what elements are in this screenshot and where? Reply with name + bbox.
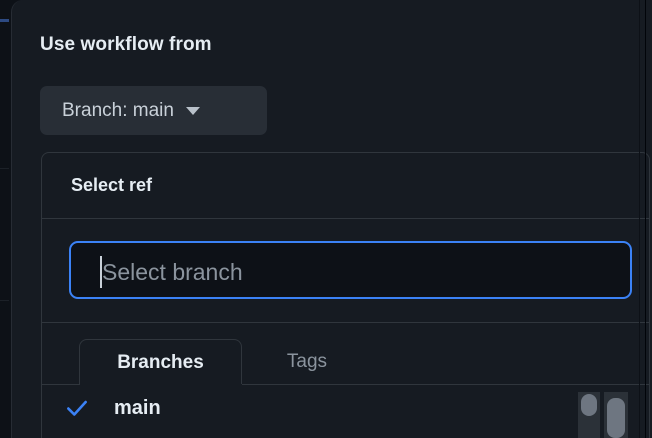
page-background-strip: [0, 0, 11, 438]
list-item-label: main: [114, 396, 161, 419]
branch-selector-button[interactable]: Branch: main: [40, 86, 267, 135]
ref-filter-input[interactable]: Select branch: [69, 241, 632, 299]
list-item[interactable]: main: [42, 385, 649, 431]
run-workflow-dialog: Use workflow from Branch: main Select re…: [11, 0, 652, 438]
page-scrollbar-thumb[interactable]: [607, 398, 625, 438]
tab-branches[interactable]: Branches: [79, 339, 242, 385]
ref-filter-placeholder: Select branch: [102, 259, 243, 285]
ref-tabs: Branches Tags: [42, 323, 649, 385]
select-ref-header: Select ref: [42, 153, 649, 219]
branch-selector-label: Branch: main: [62, 99, 174, 121]
tabs-active-gap: [80, 384, 242, 385]
window-edge-inner: [639, 0, 640, 438]
window-edge-outer: [645, 0, 646, 438]
check-icon: [67, 400, 87, 416]
text-caret: [100, 256, 102, 288]
list-scrollbar-thumb[interactable]: [581, 394, 597, 416]
select-ref-title: Select ref: [71, 175, 153, 195]
chevron-down-icon: [185, 106, 200, 115]
page-title: Use workflow from: [40, 34, 212, 55]
tab-tags[interactable]: Tags: [286, 351, 328, 372]
ref-filter-row: Select branch: [42, 219, 649, 323]
select-ref-panel: Select ref Select branch Branches Tags: [41, 152, 650, 438]
page-accent-line: [0, 19, 9, 22]
page-divider-lower: [0, 300, 9, 301]
tabs-underline: [42, 384, 649, 385]
page-divider-upper: [0, 168, 9, 169]
ref-list: main: [42, 385, 649, 431]
